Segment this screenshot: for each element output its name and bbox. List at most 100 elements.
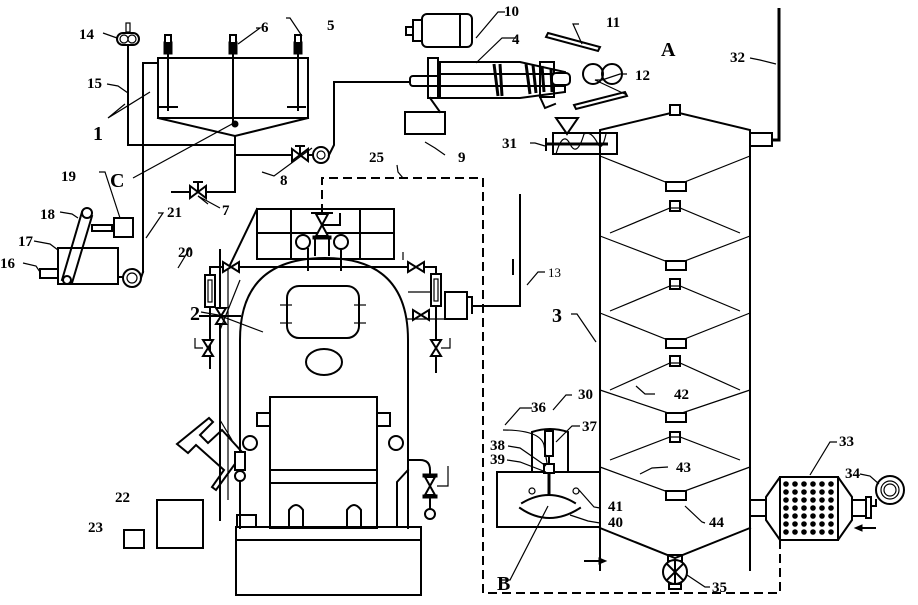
plate-11: [544, 31, 602, 53]
cylinder-37: [544, 430, 554, 457]
heat-exchanger-tube: [810, 521, 816, 527]
label-17: 17: [18, 234, 34, 250]
conveyor-arm-18: [60, 207, 113, 285]
pressure-gauge-left: [295, 234, 311, 250]
label-39: 39: [490, 452, 505, 468]
agitator-motor-5: [293, 34, 303, 55]
pipe-13: [471, 194, 521, 307]
label-16: 16: [0, 256, 16, 272]
boiler-2: [175, 194, 521, 596]
pipe-to-valve-7: [171, 154, 236, 193]
box-9: [404, 111, 446, 135]
label-30: 30: [578, 387, 593, 403]
heat-exchanger-tube: [810, 529, 816, 535]
label-11: 11: [606, 15, 620, 31]
fan-34: [870, 475, 905, 507]
label-22: 22: [115, 490, 130, 506]
rotary-valve-35: [662, 554, 688, 590]
housing-17: [39, 247, 119, 285]
box-19: [113, 217, 134, 238]
label-2: 2: [190, 303, 200, 325]
heat-exchanger-tube: [801, 505, 807, 511]
label-25: 25: [369, 150, 384, 166]
label-37: 37: [582, 419, 598, 435]
heat-exchanger-tube: [783, 529, 789, 535]
valve-7: [189, 181, 207, 200]
label-21: 21: [167, 205, 182, 221]
label-12: 12: [635, 68, 650, 84]
label-3: 3: [552, 305, 562, 327]
plate-12: [572, 90, 629, 111]
label-35: 35: [712, 580, 727, 596]
label-1: 1: [93, 123, 103, 145]
label-10: 10: [504, 4, 519, 20]
label-15: 15: [87, 76, 102, 92]
heat-exchanger-tube: [819, 481, 825, 487]
label-C: C: [110, 170, 124, 192]
leader-lines: [22, 11, 880, 588]
heat-exchanger-tube: [810, 481, 816, 487]
label-42: 42: [674, 387, 689, 403]
label-23: 23: [88, 520, 103, 536]
label-31: 31: [502, 136, 517, 152]
label-43: 43: [676, 460, 691, 476]
heat-exchanger-tube: [810, 497, 816, 503]
label-41: 41: [608, 499, 623, 515]
flow-meter-14: [116, 22, 140, 46]
heat-exchanger-tube: [819, 505, 825, 511]
motor-10: [405, 13, 473, 48]
heat-exchanger-tube: [828, 489, 834, 495]
label-20: 20: [178, 245, 193, 261]
label-13: 13: [548, 265, 561, 280]
label-A: A: [661, 39, 676, 61]
label-33: 33: [839, 434, 854, 450]
tank-1: [156, 47, 310, 138]
tower-3: [598, 104, 773, 571]
heat-exchanger-tube: [819, 497, 825, 503]
heat-exchanger-tube: [792, 481, 798, 487]
heat-exchanger-tube: [810, 513, 816, 519]
heat-exchanger-tube: [819, 489, 825, 495]
label-5: 5: [327, 18, 335, 34]
heat-exchanger-tube: [828, 529, 834, 535]
box-23: [123, 529, 145, 549]
heat-exchanger-tube: [819, 529, 825, 535]
heat-exchanger-33: [749, 476, 872, 541]
heat-exchanger-tube: [828, 481, 834, 487]
label-38: 38: [490, 438, 505, 454]
heat-exchanger-tube: [783, 513, 789, 519]
exhaust-pipe-32: [772, 8, 781, 142]
heat-exchanger-tube: [801, 521, 807, 527]
valve-near-pump-8: [291, 145, 309, 163]
heat-exchanger-tube: [801, 497, 807, 503]
heat-exchanger-tube: [792, 513, 798, 519]
heat-exchanger-tube: [783, 489, 789, 495]
agitator-motor-left: [163, 34, 173, 55]
heat-exchanger-tube: [810, 505, 816, 511]
heat-exchanger-tube: [819, 513, 825, 519]
label-9: 9: [458, 150, 466, 166]
heat-exchanger-tube: [783, 505, 789, 511]
heat-exchanger-tube: [792, 529, 798, 535]
label-6: 6: [261, 20, 269, 36]
heat-exchanger-tubes: [783, 481, 834, 535]
port-41: [572, 487, 580, 495]
label-B: B: [497, 573, 510, 595]
label-32: 32: [730, 50, 745, 66]
screw-press-4: [409, 57, 571, 114]
heat-exchanger-tube: [828, 497, 834, 503]
heat-exchanger-tube: [792, 505, 798, 511]
pressure-gauge-right: [333, 234, 349, 250]
label-18: 18: [40, 207, 55, 223]
heat-exchanger-tube: [783, 497, 789, 503]
label-14: 14: [79, 27, 95, 43]
heat-exchanger-tube: [810, 489, 816, 495]
unit-30: [496, 428, 601, 528]
heat-exchanger-tube: [792, 489, 798, 495]
rollers-A: [582, 63, 623, 85]
label-4: 4: [512, 32, 520, 48]
screw-feeder-31: [545, 117, 618, 155]
label-19: 19: [61, 169, 76, 185]
labels: 1 2 3 4 5 6 7 8 9 10 11 12 13 14 15 16 1…: [0, 4, 861, 596]
